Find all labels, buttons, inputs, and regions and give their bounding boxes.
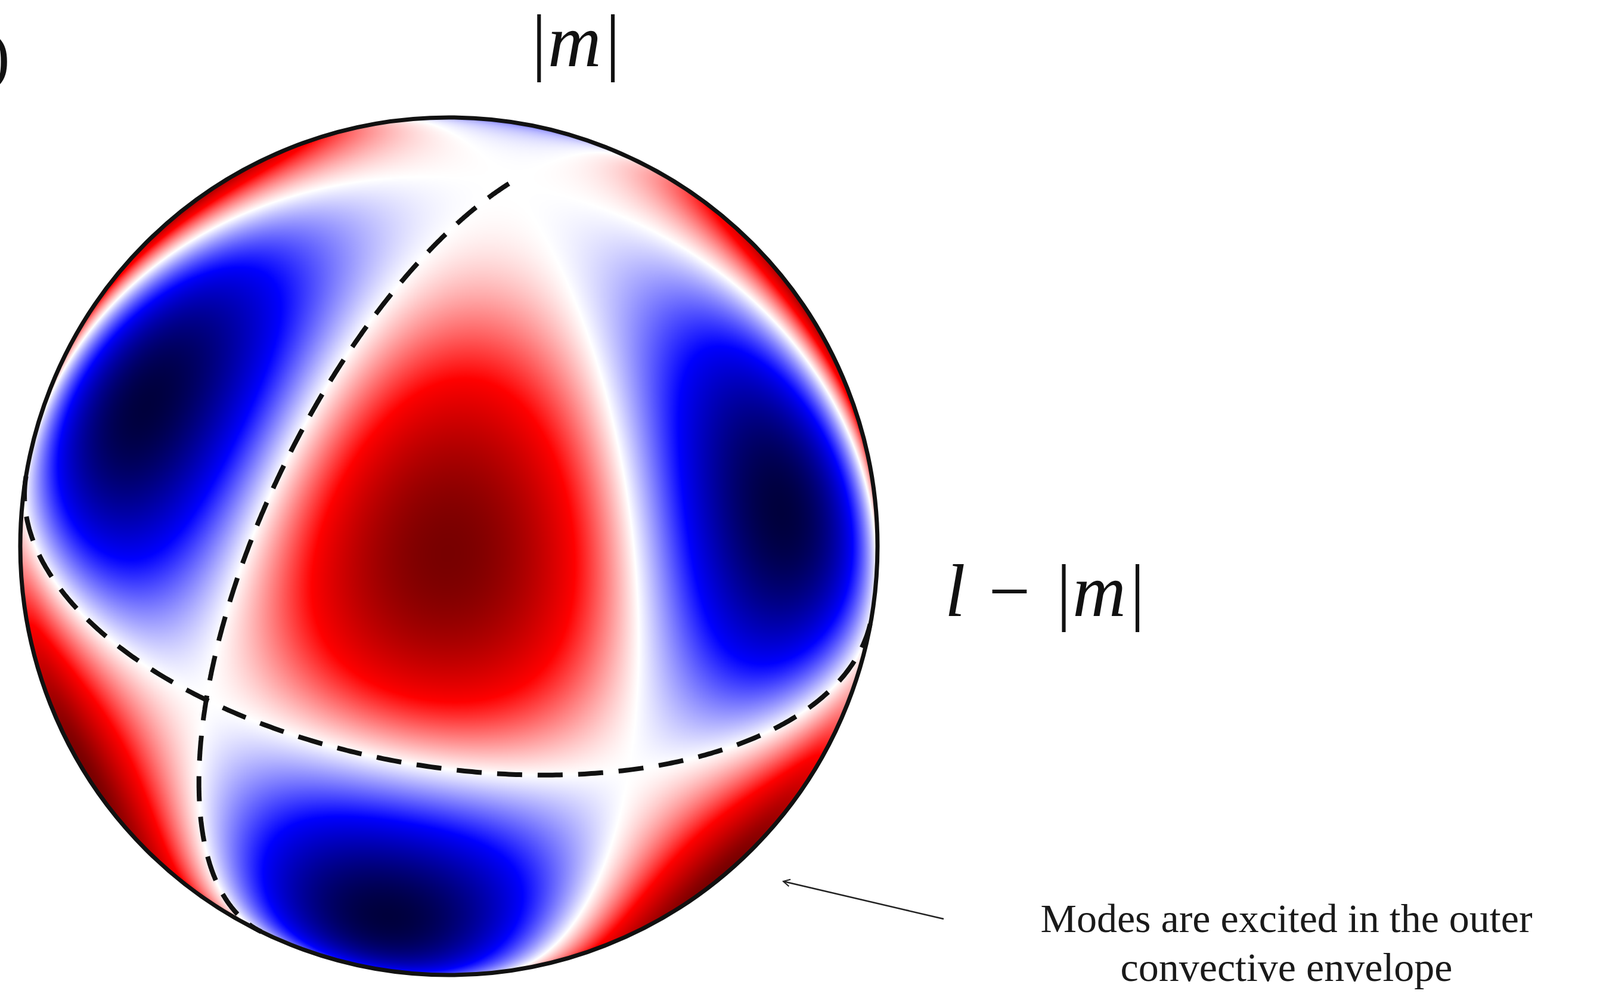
axis-label: l − |m| xyxy=(944,554,1147,629)
annotation-note: Modes are excited in the outer convectiv… xyxy=(982,894,1591,992)
nodal-latitude-dashed xyxy=(24,476,872,775)
nodal-meridian-dashed xyxy=(199,183,510,932)
panel-letter: ) xyxy=(0,22,11,89)
leader-line xyxy=(783,881,944,919)
spherical-harmonic-map xyxy=(13,110,885,982)
sphere-outline xyxy=(20,117,878,975)
axis-label: |m| xyxy=(527,4,622,79)
